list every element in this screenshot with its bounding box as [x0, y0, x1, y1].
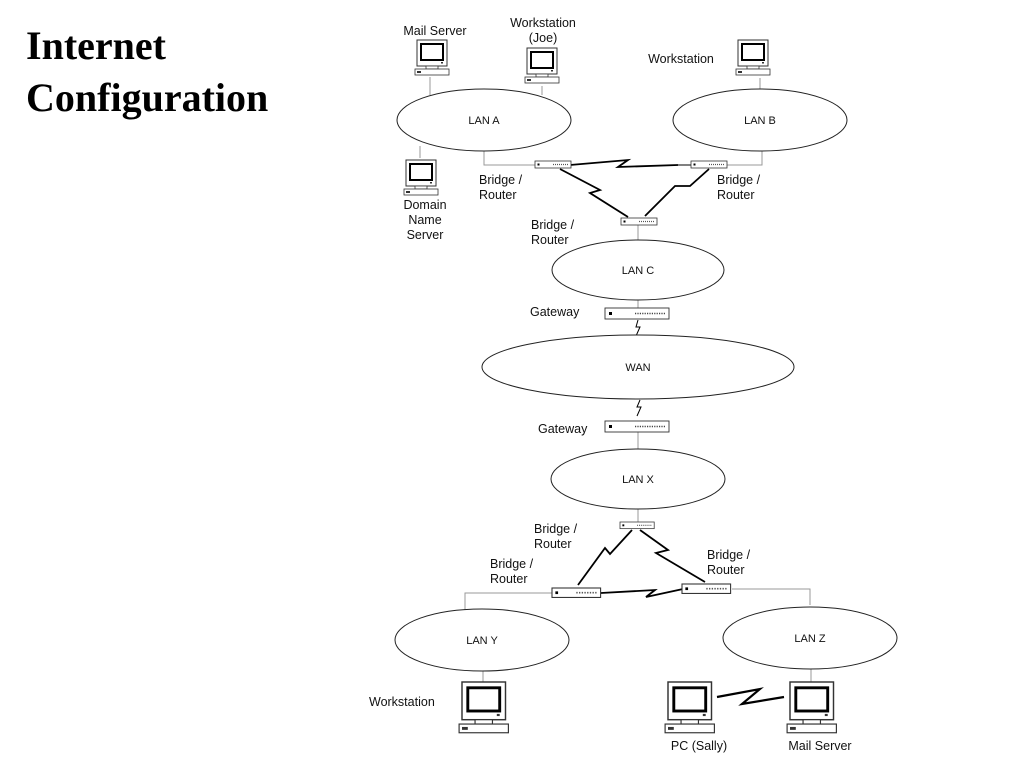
router-a-icon	[534, 160, 572, 169]
router-x-icon	[619, 521, 655, 530]
router-b-label-line1: Bridge /	[717, 173, 761, 187]
lan-z-label: LAN Z	[794, 633, 825, 645]
router-z-icon	[681, 583, 732, 595]
router-y-icon	[551, 587, 602, 599]
router-y-label-line1: Bridge /	[490, 557, 534, 571]
workstation-y-label: Workstation	[369, 695, 435, 709]
network-lan-z: LAN Z	[722, 606, 898, 670]
link-gw-c-wan	[635, 319, 641, 337]
link-a-b	[569, 158, 679, 169]
link-y-z	[600, 588, 684, 598]
gateway-x-label: Gateway	[538, 422, 588, 436]
router-z-label-line2: Router	[707, 563, 745, 577]
wire-router-lany	[464, 592, 553, 610]
workstation-joe-computer-icon	[524, 47, 560, 84]
pc-sally-label: PC (Sally)	[671, 739, 727, 753]
dns-server-computer-icon	[403, 159, 439, 196]
network-lan-y: LAN Y	[394, 608, 570, 672]
router-c-icon	[620, 217, 658, 226]
router-x-label-line2: Router	[534, 537, 572, 551]
link-wan-gw-x	[636, 399, 642, 417]
title-line-1: Internet	[26, 23, 166, 68]
workstation-b-computer-icon	[735, 39, 771, 76]
dns-label-line3: Server	[407, 228, 444, 242]
lan-c-label: LAN C	[622, 265, 654, 277]
network-wan: WAN	[481, 334, 795, 400]
workstation-b-label: Workstation	[648, 52, 714, 66]
router-c-label-line2: Router	[531, 233, 569, 247]
mail-server-z-label: Mail Server	[788, 739, 851, 753]
wires	[419, 77, 812, 682]
router-b-label-line2: Router	[717, 188, 755, 202]
router-y-label-line2: Router	[490, 572, 528, 586]
router-c-label-line1: Bridge /	[531, 218, 575, 232]
router-z-label-line1: Bridge /	[707, 548, 751, 562]
lan-b-label: LAN B	[744, 115, 776, 127]
router-a-label-line2: Router	[479, 188, 517, 202]
labels: Mail Server Workstation (Joe) Workstatio…	[369, 16, 852, 753]
mail-server-z-computer-icon	[785, 680, 838, 735]
wan-label: WAN	[625, 362, 650, 374]
network-lan-a: LAN A	[396, 88, 572, 152]
link-sally-mailserver	[716, 687, 785, 706]
network-lan-x: LAN X	[550, 448, 726, 510]
gateway-c-label: Gateway	[530, 305, 580, 319]
wan-links	[559, 158, 785, 706]
router-a-label-line1: Bridge /	[479, 173, 523, 187]
lan-a-label: LAN A	[468, 115, 500, 127]
page-title: Internet Configuration	[26, 20, 268, 124]
network-lan-c: LAN C	[551, 239, 725, 301]
workstation-joe-label-line2: (Joe)	[529, 31, 557, 45]
link-x-z	[639, 529, 706, 583]
workstation-y-computer-icon	[457, 680, 510, 735]
gateway-c-icon	[604, 307, 670, 320]
router-b-icon	[690, 160, 728, 169]
wire-lanb-router	[727, 150, 763, 166]
mail-server-top-computer-icon	[414, 39, 450, 76]
title-line-2: Configuration	[26, 75, 269, 120]
lan-x-label: LAN X	[622, 474, 654, 486]
router-x-label-line1: Bridge /	[534, 522, 578, 536]
dns-label-line1: Domain	[403, 198, 446, 212]
pc-sally-computer-icon	[663, 680, 716, 735]
wire-lana-router	[483, 150, 535, 166]
wire-router-lanz	[732, 588, 811, 605]
mail-server-top-label: Mail Server	[403, 24, 466, 38]
dns-label-line2: Name	[408, 213, 441, 227]
link-x-y	[577, 529, 633, 586]
network-lan-b: LAN B	[672, 88, 848, 152]
workstation-joe-label-line1: Workstation	[510, 16, 576, 30]
link-a-c	[559, 168, 629, 218]
gateway-x-icon	[604, 420, 670, 433]
lan-y-label: LAN Y	[466, 635, 498, 647]
link-b-c	[644, 168, 710, 217]
